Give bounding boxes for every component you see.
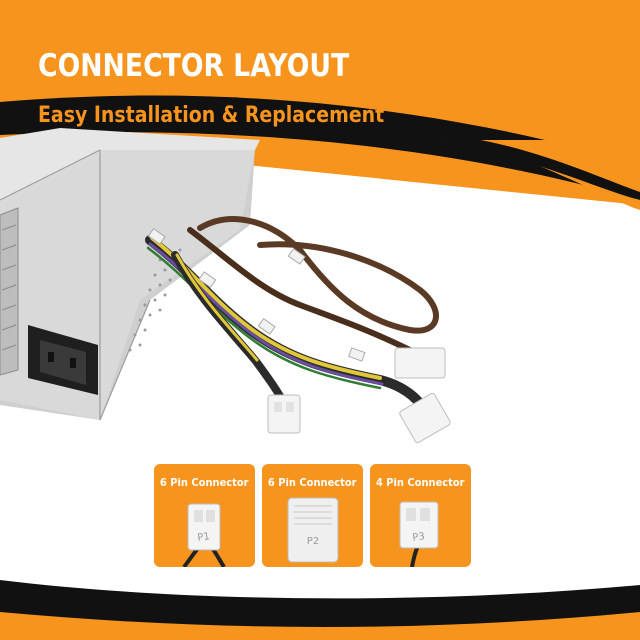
connector-image-3: P3 [399, 501, 439, 567]
connector-image-2: P2 [287, 497, 339, 563]
connector-label-1: 6 Pin Connector [160, 476, 249, 489]
connector-label-2: 6 Pin Connector [268, 476, 357, 489]
psu-top-panel [0, 128, 260, 200]
cable-ties [147, 228, 366, 362]
plug-4pin [399, 393, 451, 443]
connector-card-2: P2 6 Pin Connector [262, 464, 363, 567]
connector-mark-2: P2 [307, 536, 319, 547]
connector-mark-1: P1 [197, 531, 211, 544]
connector-label-3: 4 Pin Connector [376, 476, 465, 489]
connector-card-1: P1 6 Pin Connector [154, 464, 255, 567]
connector-image-1: P1 [182, 503, 226, 567]
banner-subtitle: Easy Installation & Replacement [38, 103, 385, 128]
plug-6pin-b [394, 347, 446, 379]
fan-grill [0, 207, 19, 376]
ac-inlet [28, 325, 98, 395]
connector-card-3: P3 4 Pin Connector [370, 464, 471, 567]
wire-bundle [145, 216, 439, 415]
banner-title: CONNECTOR LAYOUT [38, 48, 350, 84]
connector-mark-3: P3 [412, 531, 426, 544]
plug-6pin-a [267, 394, 301, 434]
